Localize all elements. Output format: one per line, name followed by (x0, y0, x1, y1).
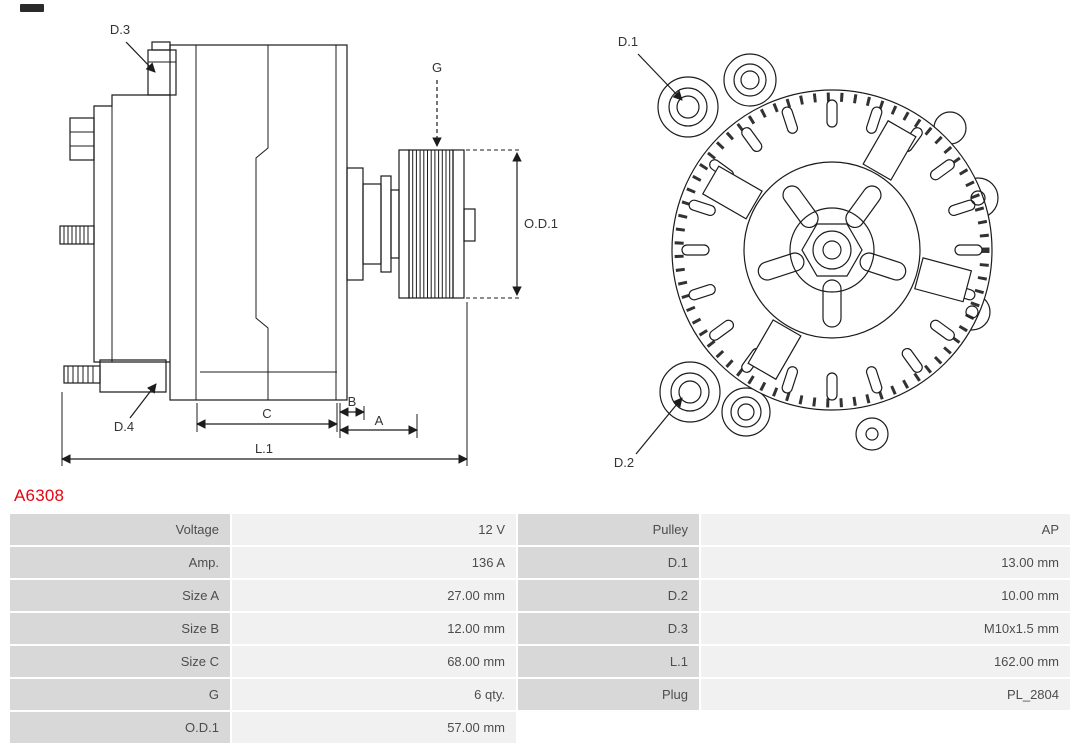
tab-bottom-right (855, 417, 889, 451)
main-housing (169, 44, 348, 401)
dim-label-od1: O.D.1 (524, 216, 558, 231)
dim-label-g: G (432, 60, 442, 75)
front-view-dimensions: D.1 D.2 (614, 34, 683, 470)
spec-label-cell: Size B (10, 613, 230, 644)
d3-leader-arrow (125, 41, 156, 73)
dim-label-b: B (348, 394, 357, 409)
spec-row: Size C 68.00 mm L.1 162.00 mm (10, 646, 1070, 677)
alternator-front-view (657, 53, 999, 451)
spec-label-cell: D.1 (518, 547, 699, 578)
spec-label-cell: Plug (518, 679, 699, 710)
spec-label-cell: Size A (10, 580, 230, 611)
d1-leader-arrow (637, 53, 683, 101)
spec-value-cell: 12 V (232, 514, 516, 545)
spec-value-cell: 13.00 mm (701, 547, 1070, 578)
alternator-technical-diagram: D.3 D.4 G O.D.1 C B A L.1 (59, 22, 999, 470)
spec-label-cell: Amp. (10, 547, 230, 578)
spec-label-cell: Size C (10, 646, 230, 677)
spec-value-cell: AP (701, 514, 1070, 545)
spec-value-cell: 57.00 mm (232, 712, 516, 743)
dim-label-l1: L.1 (255, 441, 273, 456)
dim-label-a: A (375, 413, 384, 428)
shaft-nut (789, 207, 875, 293)
spec-value-cell: 6 qty. (232, 679, 516, 710)
spec-row: G 6 qty. Plug PL_2804 (10, 679, 1070, 710)
spec-value-cell: 162.00 mm (701, 646, 1070, 677)
part-number: A6308 (14, 486, 65, 505)
spec-label-cell: D.3 (518, 613, 699, 644)
dim-label-d4: D.4 (114, 419, 134, 434)
dim-label-d1: D.1 (618, 34, 638, 49)
spec-table: Voltage 12 V Pulley AP Amp. 136 A D.1 13… (10, 514, 1070, 743)
spec-label-cell: O.D.1 (10, 712, 230, 743)
spec-value-cell: M10x1.5 mm (701, 613, 1070, 644)
spec-label-cell: Voltage (10, 514, 230, 545)
spec-label-cell-empty (518, 712, 699, 743)
spec-value-cell: 10.00 mm (701, 580, 1070, 611)
lug-top-left (657, 76, 719, 138)
mounting-stud (63, 359, 167, 393)
spec-value-cell: PL_2804 (701, 679, 1070, 710)
spec-row: Size B 12.00 mm D.3 M10x1.5 mm (10, 613, 1070, 644)
d4-leader-arrow (129, 383, 157, 419)
spec-value-cell: 68.00 mm (232, 646, 516, 677)
spec-row: O.D.1 57.00 mm (10, 712, 1070, 743)
spec-label-cell: L.1 (518, 646, 699, 677)
mounting-holes (668, 63, 986, 441)
serrated-ring (674, 92, 990, 408)
rear-cover (69, 94, 170, 363)
spec-label-cell: D.2 (518, 580, 699, 611)
spec-value-cell: 136 A (232, 547, 516, 578)
pulley-side (398, 149, 476, 299)
alternator-side-view (59, 41, 476, 401)
spec-value-cell: 12.00 mm (232, 613, 516, 644)
spec-row: Amp. 136 A D.1 13.00 mm (10, 547, 1070, 578)
logo-fragment (20, 4, 44, 12)
dim-label-d2: D.2 (614, 455, 634, 470)
lug-bottom (721, 387, 771, 437)
spec-row: Voltage 12 V Pulley AP (10, 514, 1070, 545)
side-view-dimensions: D.3 D.4 G O.D.1 C B A L.1 (61, 22, 558, 466)
spec-label-cell: Pulley (518, 514, 699, 545)
spec-label-cell: G (10, 679, 230, 710)
spec-value-cell: 27.00 mm (232, 580, 516, 611)
technical-drawing-area: D.3 D.4 G O.D.1 C B A L.1 (59, 22, 999, 470)
d2-leader-arrow (635, 397, 683, 455)
lug-top (723, 53, 777, 107)
shaft (346, 167, 400, 281)
spec-value-cell-empty (701, 712, 1070, 743)
dim-label-d3: D.3 (110, 22, 130, 37)
spec-row: Size A 27.00 mm D.2 10.00 mm (10, 580, 1070, 611)
terminal-stud (59, 225, 95, 245)
dim-label-c: C (262, 406, 271, 421)
